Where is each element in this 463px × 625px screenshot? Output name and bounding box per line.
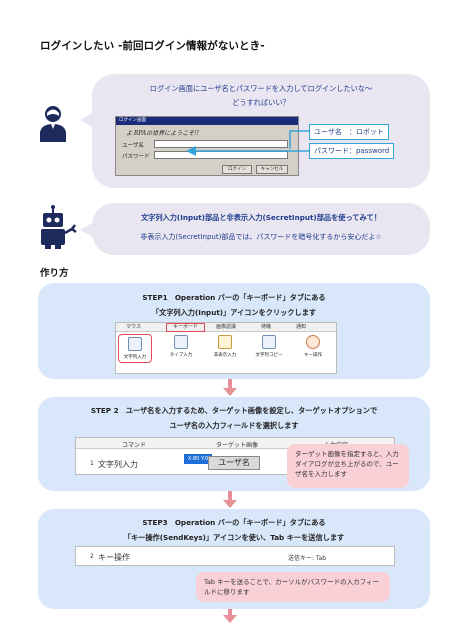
cancel-button[interactable]: キャンセル [256,165,288,174]
operation-toolbar: マウス キーボード 画像認識 待機 通知 文字列入力 タイプ入力 非表示入力 文… [115,322,337,374]
section-title: 作り方 [40,268,69,279]
step2-subtitle: ユーザ名の入力フィールドを選択します [169,421,299,430]
tool-sendkeys[interactable]: キー操作 [296,335,330,358]
person-icon [40,106,66,142]
password-label: パスワード [122,154,150,160]
hand-icon [306,335,320,349]
tab-image-recognition[interactable]: 画像認識 [216,324,237,330]
lock-icon [218,335,232,349]
username-label: ユーザ名 [122,143,144,149]
step1-subtitle: 「文字列入力(Input)」アイコンをクリックします [151,308,317,317]
col-command: コマンド [122,442,147,449]
col-target: ターゲット画像 [216,442,259,449]
callout-arrows [186,130,310,156]
page-title: ログインしたい -前回ログイン情報がないとき- [40,40,265,52]
flow-arrow-shaft [228,379,232,388]
step2-title: STEP 2 ユーザ名を入力するため、ターゲット画像を設定し、ターゲットオプショ… [90,406,378,415]
username-field[interactable] [154,140,288,148]
step3-note: Tab キーを送ることで、カーソルがパスワードの入カフィールドに移ります [196,572,390,602]
tab-wait[interactable]: 待機 [261,324,272,330]
tab-keyboard[interactable]: キーボード [166,323,206,332]
tool-secret-input-label: 非表示入力 [213,353,237,358]
dialog-titlebar: ログイン画面 [116,117,298,125]
tool-copy-label: 文字列コピー [255,353,283,358]
dialog-welcome-text: よ RPAの世界にようこそ!! [126,130,200,137]
step1-title: STEP1 Operation バーの「キーボード」タブにある [142,293,326,302]
command-table-step3: 2 キー操作 送信キー: Tab [75,546,395,566]
tool-input-label: 文字列入力 [123,355,147,360]
tab-mouse[interactable]: マウス [126,324,142,330]
tab-notify[interactable]: 通知 [296,324,307,330]
tool-type-label: タイプ入力 [169,353,193,358]
tool-secret-input[interactable]: 非表示入力 [208,335,242,358]
login-button[interactable]: ログイン [222,165,252,174]
flow-arrow-head [223,500,237,508]
password-callout: パスワード：password [309,143,395,159]
copy-icon [262,335,276,349]
flow-arrow-shaft [228,491,232,500]
tool-type[interactable]: タイプ入力 [164,335,198,358]
flow-arrow-head [223,388,237,396]
row-command[interactable]: 文字列入力 [98,460,138,469]
table-header [76,438,394,449]
type-icon [174,335,188,349]
flow-arrow-shaft [228,609,232,616]
answer-bubble [92,203,430,255]
row-number: 2 [90,553,94,560]
toolbar-tabs [116,323,336,332]
tool-copy[interactable]: 文字列コピー [252,335,286,358]
target-offset-badge: X:80 Y:0 [184,454,212,464]
question-subtext: どうすればいい？ [232,98,290,107]
answer-subtext: 非表示入力(SecretInput)部品では、パスワードを暗号化するから安心だよ… [140,233,382,241]
row-command[interactable]: キー操作 [98,553,130,562]
step2-note: ターゲット画像を指定すると、入力ダイアログが立ち上がるので、ユーザ名を入力します [287,444,409,488]
question-text: ログイン画面にユーザ名とパスワードを入力してログインしたいな～ [149,84,373,93]
flow-arrow-head [223,615,237,623]
robot-icon [41,205,77,249]
step3-subtitle: 「キー操作(SendKeys)」アイコンを使い、Tab キーを送信します [123,533,345,542]
row-number: 1 [90,460,94,467]
row-value: 送信キー: Tab [288,555,327,562]
username-callout: ユーザ名 ：ロボット [309,124,389,140]
bubble-tail [80,222,94,238]
tool-input[interactable]: 文字列入力 [118,334,152,363]
login-dialog-mock: ログイン画面 よ RPAの世界にようこそ!! ユーザ名 パスワード ログイン キ… [115,116,299,176]
step3-title: STEP3 Operation バーの「キーボード」タブにある [142,518,326,527]
answer-text: 文字列入力(Input)部品と非表示入力(SecretInput)部品を使ってみ… [140,213,382,222]
tool-sendkeys-label: キー操作 [304,353,322,358]
target-image[interactable]: ユーザ名 [208,456,260,470]
bubble-tail [80,112,94,128]
input-icon [128,337,142,351]
